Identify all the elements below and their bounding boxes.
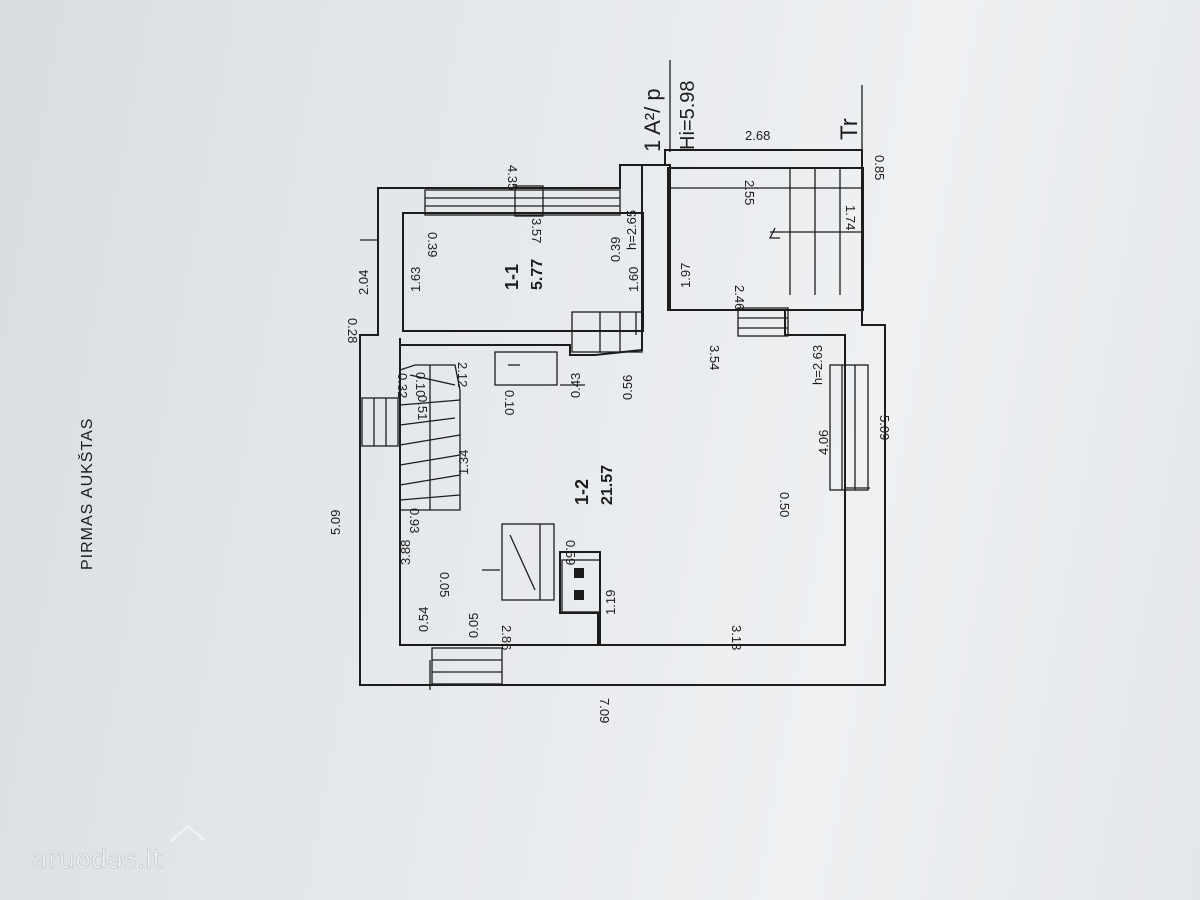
dim-357: 3.57 — [529, 218, 544, 243]
outer-walls — [359, 149, 886, 686]
staircase-left — [399, 364, 461, 511]
dimension-labels: 7.09 5.09 5.09 4.35 3.57 2.68 0.85 2.55 … — [328, 128, 892, 723]
dim-051: 0.51 — [415, 395, 430, 420]
watermark-house-icon — [169, 824, 205, 843]
window-bottom — [431, 647, 503, 685]
dim-032: 0.32 — [395, 373, 410, 398]
dim-005-a: 0.05 — [437, 572, 452, 597]
dim-056: 0.56 — [620, 375, 635, 400]
dim-085: 0.85 — [872, 155, 887, 180]
dim-212: 2.12 — [455, 362, 470, 387]
dim-388: 3.88 — [398, 540, 413, 565]
dimension-lines — [360, 145, 870, 690]
dim-010-b: 0.10 — [502, 390, 517, 415]
dim-059: 0.59 — [563, 540, 578, 565]
watermark-text: aruodas.lt — [32, 845, 163, 875]
dim-204: 2.04 — [356, 270, 371, 295]
dim-255: 2.55 — [742, 180, 757, 205]
stove — [501, 523, 601, 613]
dim-246: 2.46 — [732, 285, 747, 310]
dim-119: 1.19 — [603, 590, 618, 615]
dim-197: 1.97 — [678, 263, 693, 288]
dim-163: 1.63 — [408, 267, 423, 292]
window-left — [361, 397, 399, 447]
window-right — [829, 364, 869, 491]
dim-005-b: 0.05 — [466, 613, 481, 638]
dim-134: 1.34 — [456, 450, 471, 475]
room-1-1-area: 5.77 — [529, 259, 546, 290]
page-title: PIRMAS AUKŠTAS — [77, 418, 96, 570]
dim-039-b: 0.39 — [608, 237, 623, 262]
window-top — [424, 185, 621, 217]
staircase-right — [768, 168, 863, 295]
dim-093: 0.93 — [407, 508, 422, 533]
dim-010-a: 0.10 — [413, 372, 428, 397]
dim-050: 0.50 — [777, 492, 792, 517]
dim-509-right: 5.09 — [877, 415, 892, 440]
building-label: 1 A²/ p — [640, 88, 665, 152]
dim-435: 4.35 — [505, 165, 520, 190]
cupboard — [494, 351, 558, 386]
dim-354: 3.54 — [707, 345, 722, 370]
dim-h265: h=2.65 — [624, 210, 639, 250]
dim-160: 1.60 — [626, 267, 641, 292]
dim-174: 1.74 — [843, 205, 858, 230]
room-1-2-area: 21.57 — [599, 465, 616, 505]
dim-286: 2.86 — [499, 625, 514, 650]
dim-054: 0.54 — [416, 607, 431, 632]
dim-h263: h=2.63 — [810, 345, 825, 385]
watermark: aruodas.lt — [32, 824, 205, 875]
terrace-label: Tr — [836, 118, 863, 140]
dim-043: 0.43 — [568, 373, 583, 398]
dim-268: 2.68 — [745, 128, 770, 143]
dim-028: 0.28 — [345, 318, 360, 343]
dim-313: 3.13 — [729, 625, 744, 650]
dim-039-a: 0.39 — [425, 232, 440, 257]
dim-406: 4.06 — [816, 430, 831, 455]
room-1-2-id: 1-2 — [572, 479, 592, 505]
dim-509-left: 5.09 — [328, 510, 343, 535]
room-1-1-id: 1-1 — [502, 264, 522, 290]
dim-709: 7.09 — [597, 698, 612, 723]
doorway-middle — [571, 307, 789, 353]
height-label: Hi=5.98 — [677, 81, 699, 151]
